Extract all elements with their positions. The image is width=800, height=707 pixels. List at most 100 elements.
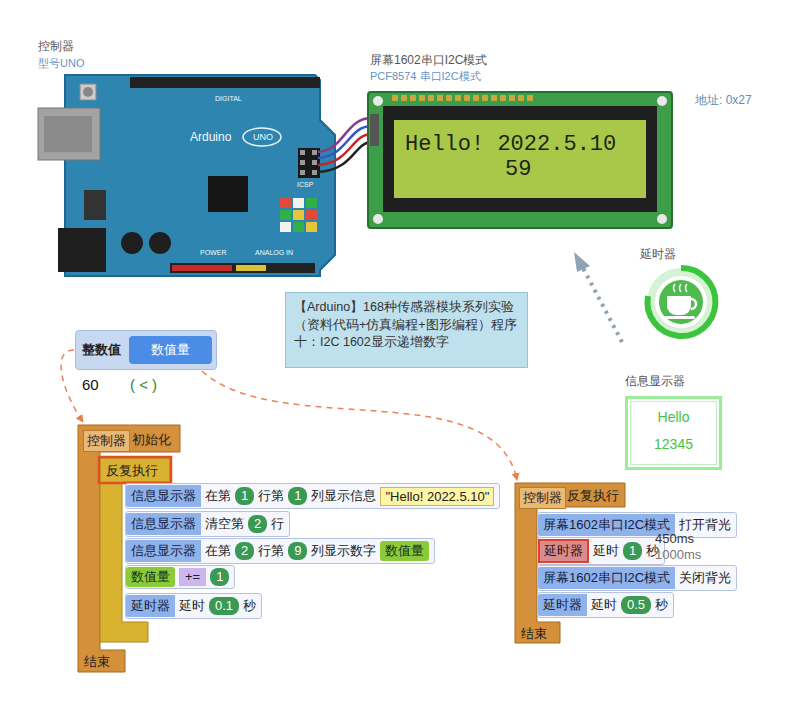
selection-highlight	[99, 457, 171, 483]
block-text: 在第	[205, 542, 231, 560]
loop-program: 控制器反复执行结束屏幕1602串口I2C模式打开背光延时器延时1秒屏幕1602串…	[515, 483, 745, 643]
display-frame	[625, 396, 722, 470]
i2c-wires	[318, 118, 372, 172]
statement-row: 信息显示器清空第2行	[125, 511, 290, 537]
block-text: 信息显示器	[126, 540, 201, 562]
block-text: 1	[623, 542, 642, 560]
block-text: 2	[235, 542, 254, 560]
block-text: 关闭背光	[679, 569, 731, 587]
block-text: 信息显示器	[126, 513, 201, 535]
block-text: 1	[288, 487, 307, 505]
header-pin	[473, 95, 479, 101]
block-text: 行第	[258, 487, 284, 505]
block-text: 2	[248, 515, 267, 533]
controller-board: 控制器型号UNO	[35, 35, 335, 275]
block-text: 整数值	[82, 341, 121, 359]
header-pin	[437, 95, 443, 101]
note-label: Arduino	[190, 130, 231, 144]
block-text: 在第	[205, 487, 231, 505]
header-pin	[446, 95, 452, 101]
block-text: 反复执行	[106, 462, 158, 480]
block-text: "Hello! 2022.5.10"	[380, 487, 494, 506]
note-label: 60	[82, 376, 99, 393]
block-text: 0.1	[209, 597, 239, 615]
block-text: 1	[235, 487, 254, 505]
note-box: 【Arduino】168种传感器模块系列实验（资料代码+仿真编程+图形编程）程序…	[285, 292, 528, 368]
block-text: 控制器	[519, 487, 566, 509]
lcd1602-module	[368, 92, 672, 228]
note-label: ANALOG IN	[255, 249, 293, 256]
block-text: Hello	[625, 409, 722, 425]
header-pin	[464, 95, 470, 101]
arduino-board	[38, 75, 335, 276]
pointer-arrow	[574, 252, 622, 342]
block-text: 初始化	[132, 431, 171, 449]
header-pin	[491, 95, 497, 101]
statement-row: 延时器延时0.5秒	[537, 592, 674, 618]
note-label: POWER	[200, 249, 226, 256]
block-text: 【Arduino】168种传感器模块系列实验（资料代码+仿真编程+图形编程）程序…	[294, 300, 517, 349]
header-pin	[455, 95, 461, 101]
block-text: 延时器	[538, 539, 589, 563]
statement-row: 屏幕1602串口I2C模式打开背光	[537, 512, 737, 538]
block-text: 控制器	[83, 430, 130, 452]
block-text: 屏幕1602串口I2C模式	[538, 514, 675, 536]
statement-row: 延时器延时0.1秒	[125, 593, 262, 619]
loop-block: 反复执行信息显示器在第1行第1列显示信息"Hello! 2022.5.10"信息…	[100, 458, 485, 642]
header-pin	[401, 95, 407, 101]
init-block: 控制器初始化结束反复执行信息显示器在第1行第1列显示信息"Hello! 2022…	[78, 425, 488, 672]
block-text: 清空第	[205, 515, 244, 533]
block-text: PCF8574 串口I2C模式	[370, 69, 481, 84]
header-pin	[419, 95, 425, 101]
note-label: ( < )	[130, 376, 157, 393]
header-pin	[500, 95, 506, 101]
block-text: 数值量	[129, 336, 212, 364]
statement-row: 信息显示器在第1行第1列显示信息"Hello! 2022.5.10"	[125, 483, 500, 509]
block-text: 屏幕1602串口I2C模式	[370, 52, 487, 69]
block-text: 列显示数字	[311, 542, 376, 560]
block-text: 12345	[625, 436, 722, 452]
info-display: 信息显示器 Hello 12345	[620, 372, 730, 472]
block-text: 延时器	[126, 595, 175, 617]
statement-row: 延时器延时1秒	[537, 537, 665, 565]
statement-row: 屏幕1602串口I2C模式关闭背光	[537, 565, 737, 591]
block-text: 秒	[243, 597, 256, 615]
block-text: 59	[505, 157, 531, 182]
block-text: 数值量	[126, 567, 175, 587]
block-text: 延时器	[538, 594, 587, 616]
block-text: 行第	[258, 542, 284, 560]
note-label: 1000ms	[655, 547, 701, 562]
block-text: 屏幕1602串口I2C模式	[538, 567, 675, 589]
note-label: 地址: 0x27	[695, 92, 752, 109]
variable-block: 整数值数值量	[75, 330, 217, 370]
header-pin	[410, 95, 416, 101]
statement-row: 数值量+=1	[125, 565, 235, 589]
note-label: UNO	[253, 132, 273, 142]
block-text: 秒	[655, 596, 668, 614]
block-text: 信息显示器	[625, 373, 685, 390]
note-label: ICSP	[297, 181, 313, 188]
block-text: Hello! 2022.5.10	[405, 132, 616, 157]
block-text: 型号UNO	[38, 56, 84, 71]
note-label: 450ms	[655, 531, 694, 546]
block-text: 延时	[593, 542, 619, 560]
delay-icon	[647, 268, 715, 336]
note-label: DIGITAL	[215, 95, 242, 102]
delay-device: 延时器	[632, 243, 732, 343]
block-text: +=	[179, 568, 206, 586]
block-text: 结束	[521, 625, 547, 643]
block-text: 9	[288, 542, 307, 560]
header-pin	[482, 95, 488, 101]
block-text: 反复执行	[567, 487, 619, 505]
block-text: 控制器	[38, 38, 74, 55]
block-text: 数值量	[380, 541, 429, 561]
lcd-screen: 屏幕1602串口I2C模式PCF8574 串口I2C模式 Hello! 2022.…	[370, 50, 670, 228]
block-text: 0.5	[621, 596, 651, 614]
block-text: 延时	[591, 596, 617, 614]
block-text: 行	[271, 515, 284, 533]
dashed-connector	[202, 371, 517, 480]
header-pin	[509, 95, 515, 101]
block-text: 信息显示器	[126, 485, 201, 507]
block-text: 结束	[84, 653, 110, 671]
